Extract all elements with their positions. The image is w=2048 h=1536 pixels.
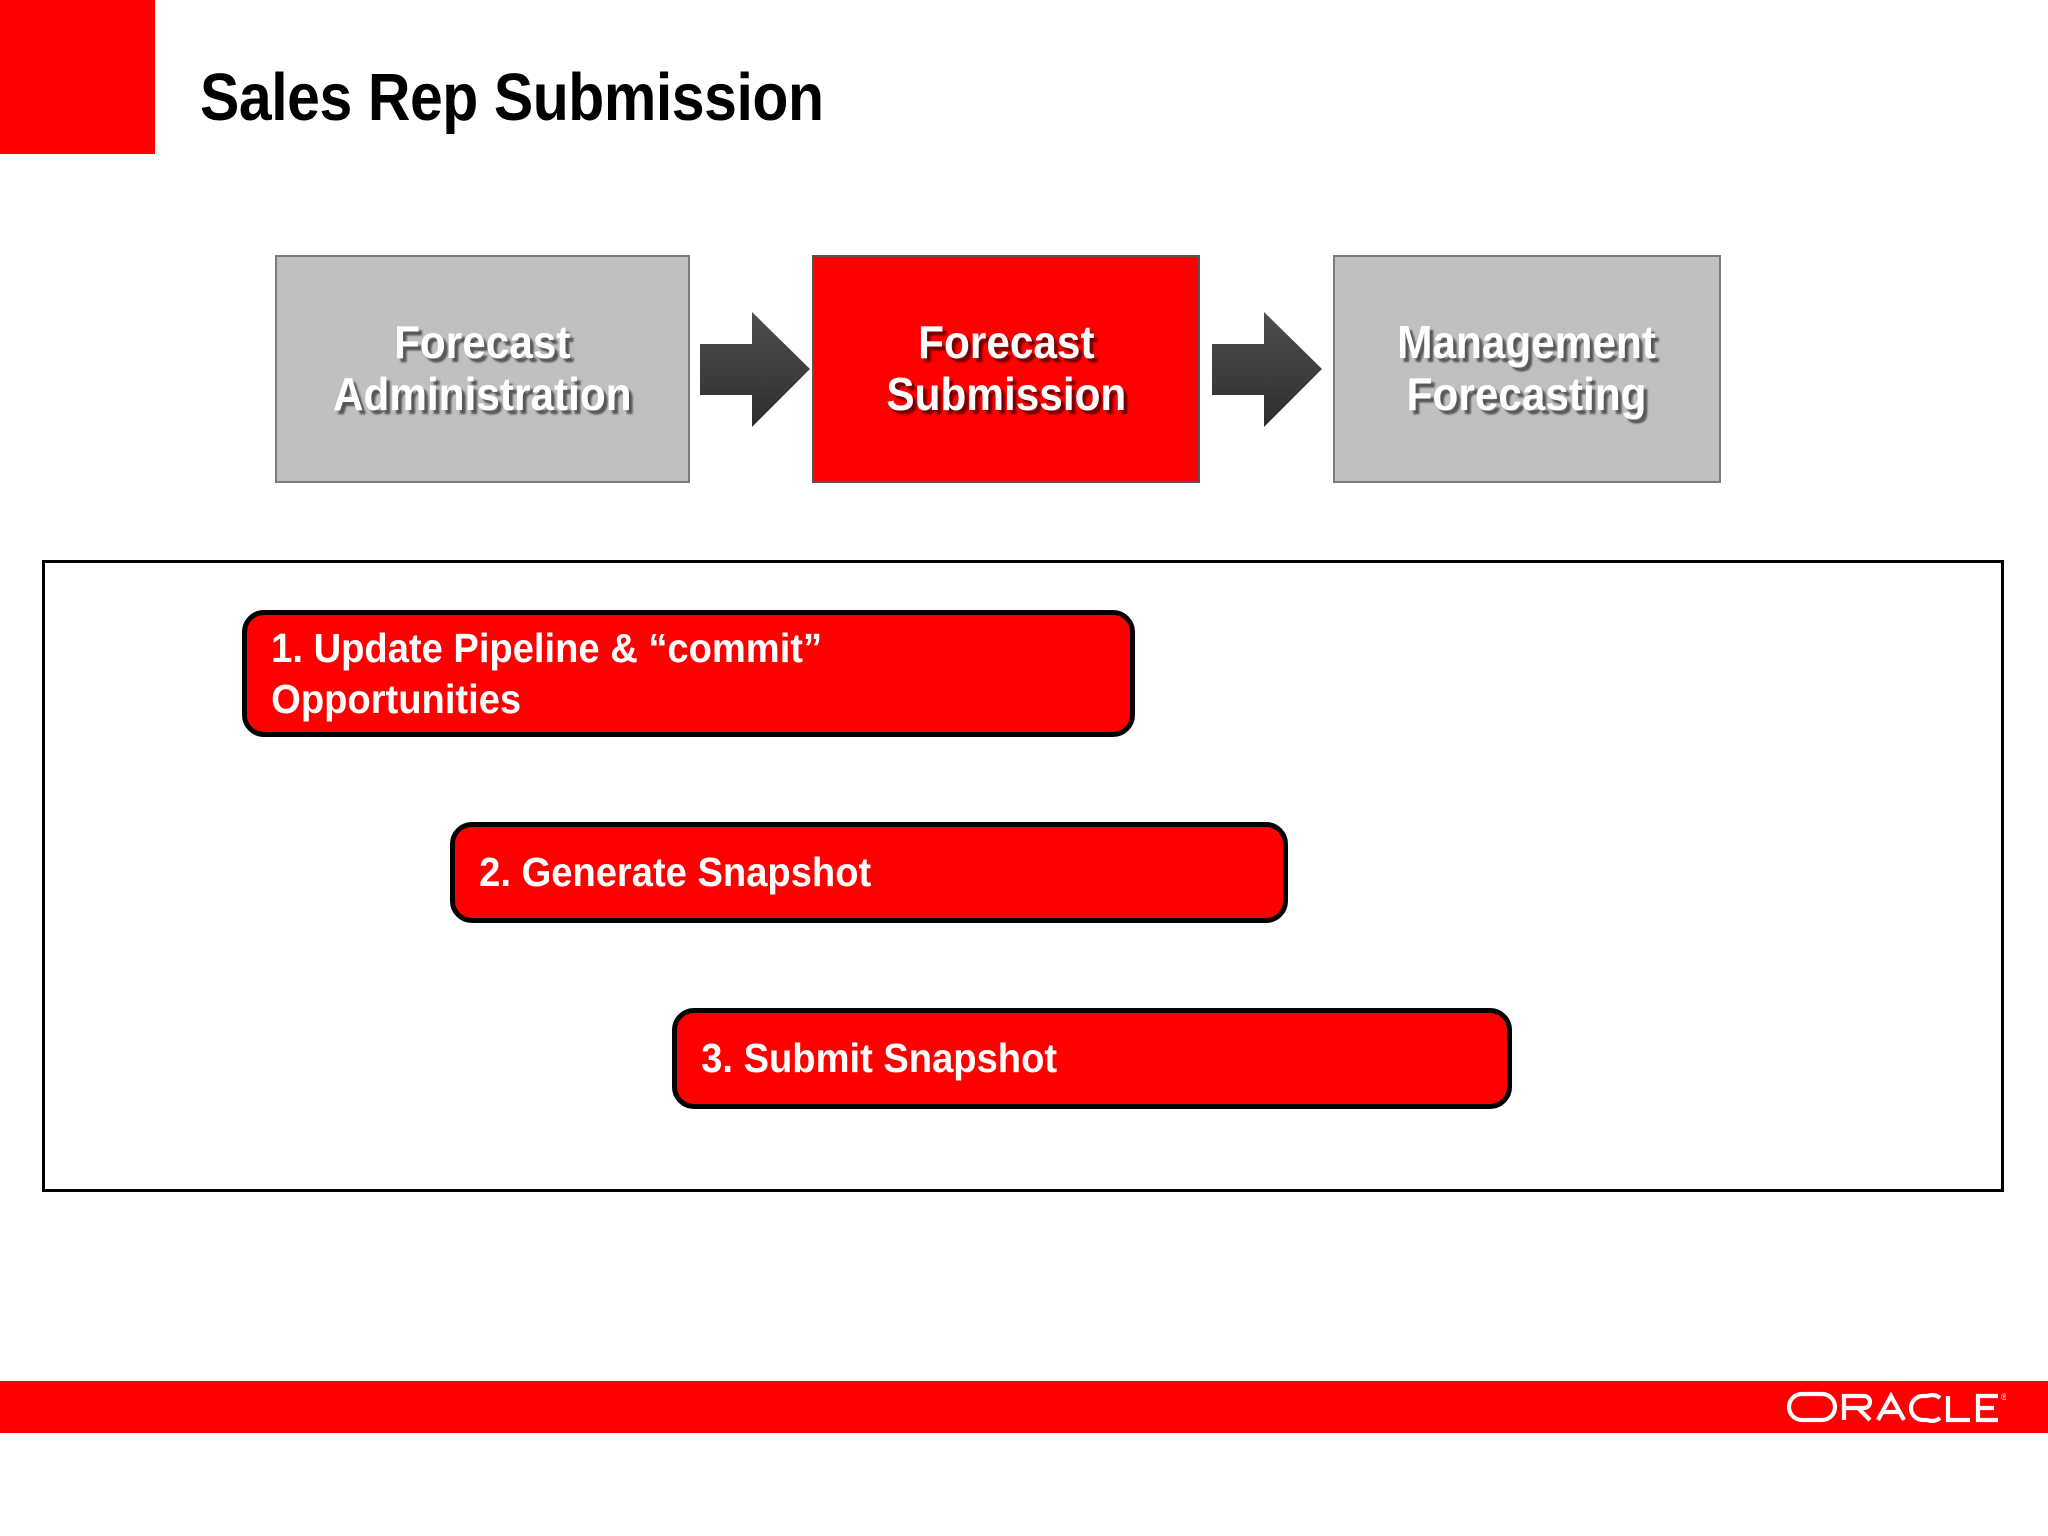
oracle-trademark: ®: [2001, 1392, 2006, 1402]
step-box-submit-snapshot[interactable]: 3. Submit Snapshot: [672, 1008, 1512, 1109]
step-box-generate-snapshot[interactable]: 2. Generate Snapshot: [450, 822, 1288, 923]
process-flow: Forecast Administration Forecast Submiss…: [0, 255, 2048, 485]
arrow-right-icon: [1212, 312, 1322, 427]
step-label: 1. Update Pipeline & “commit” Opportunit…: [271, 625, 823, 722]
oracle-logo: ®: [1786, 1386, 2008, 1428]
flow-box-label: Forecast Submission: [886, 316, 1126, 420]
step-label: 3. Submit Snapshot: [701, 1035, 1058, 1082]
page-title: Sales Rep Submission: [200, 60, 824, 135]
header-accent-block: [0, 0, 155, 154]
arrow-right-icon: [700, 312, 810, 427]
step-label: 2. Generate Snapshot: [479, 849, 872, 896]
step-box-update-pipeline[interactable]: 1. Update Pipeline & “commit” Opportunit…: [242, 610, 1135, 737]
flow-box-forecast-administration[interactable]: Forecast Administration: [275, 255, 690, 483]
flow-box-forecast-submission[interactable]: Forecast Submission: [812, 255, 1200, 483]
flow-box-label: Management Forecasting: [1397, 316, 1657, 420]
footer-bar: [0, 1381, 2048, 1433]
flow-box-label: Forecast Administration: [333, 316, 632, 420]
flow-box-management-forecasting[interactable]: Management Forecasting: [1333, 255, 1721, 483]
